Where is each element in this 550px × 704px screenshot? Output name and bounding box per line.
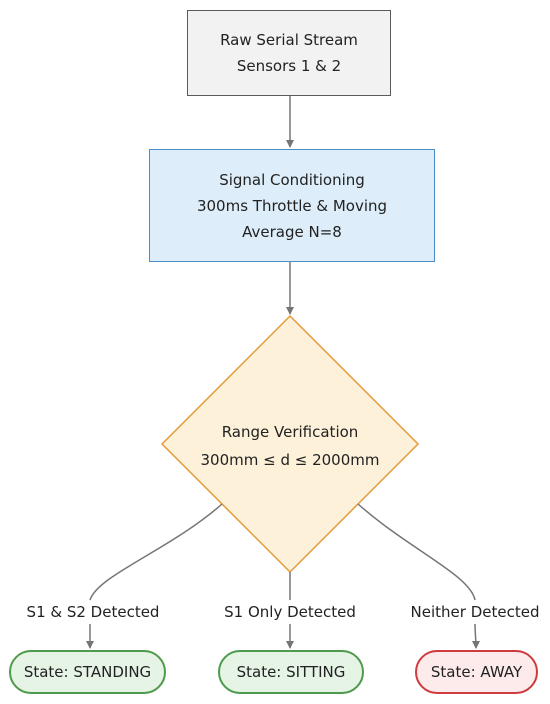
edge-to-away [357, 503, 476, 601]
raw-serial-stream-node: Raw Serial Stream Sensors 1 & 2 [187, 10, 391, 96]
edge-label-away: Neither Detected [410, 603, 540, 621]
edge-to-standing [89, 503, 223, 601]
edge-to-away-arrow [471, 623, 480, 649]
state-away-node: State: AWAY [415, 650, 538, 694]
conditioning-node-line-1: Signal Conditioning [219, 170, 365, 189]
decision-line-1: Range Verification [221, 423, 359, 441]
state-sitting-node: State: SITTING [218, 650, 364, 694]
raw-node-line-2: Sensors 1 & 2 [236, 57, 342, 75]
range-verification-decision-label: Range Verification 300mm ≤ d ≤ 2000mm [190, 415, 390, 477]
state-standing-label: State: STANDING [23, 663, 152, 681]
state-standing-node: State: STANDING [9, 650, 166, 694]
edge-label-standing: S1 & S2 Detected [26, 603, 160, 621]
state-away-label: State: AWAY [430, 663, 523, 681]
signal-conditioning-node: Signal Conditioning 300ms Throttle & Mov… [149, 149, 435, 262]
raw-node-line-1: Raw Serial Stream [220, 31, 358, 49]
edge-label-sitting: S1 Only Detected [224, 603, 356, 621]
conditioning-node-line-3: Average N=8 [242, 222, 342, 241]
conditioning-node-line-2: 300ms Throttle & Moving [196, 196, 388, 215]
state-sitting-label: State: SITTING [236, 663, 346, 681]
decision-line-2: 300mm ≤ d ≤ 2000mm [200, 451, 380, 469]
